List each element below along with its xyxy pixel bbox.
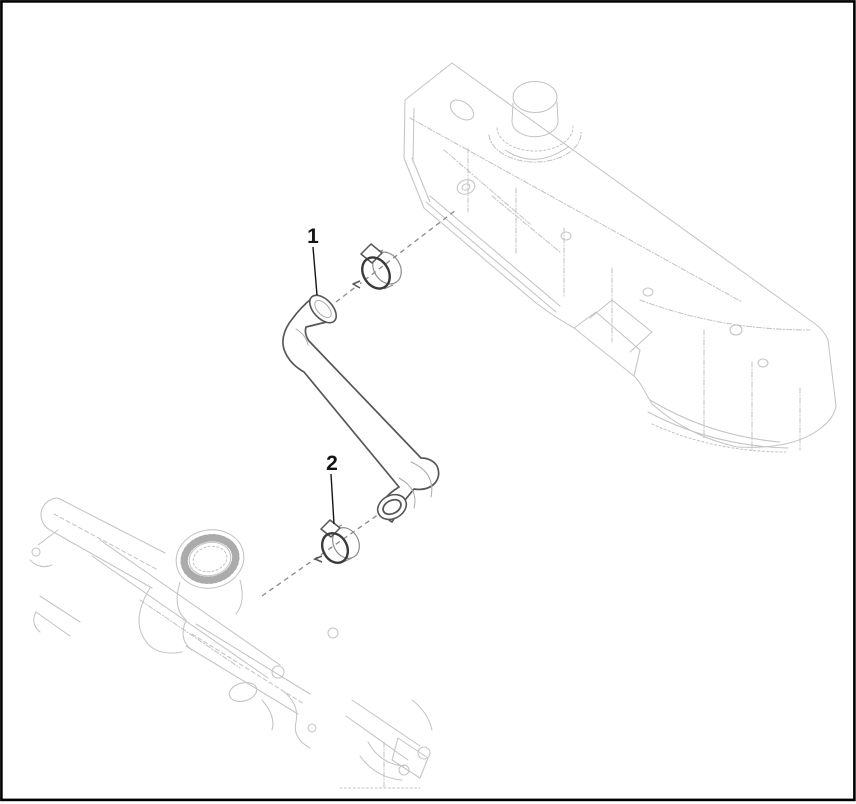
intake-assembly-drawing bbox=[29, 497, 433, 789]
hose-upper-opening bbox=[308, 294, 338, 324]
hose-clamp-1-drawing bbox=[352, 243, 402, 290]
assembly-axis-lines bbox=[261, 209, 457, 597]
callout-2: 2 bbox=[326, 452, 338, 525]
oil-filler-cap-drawing bbox=[488, 80, 582, 163]
hose-lower-bore bbox=[382, 498, 402, 516]
clamp-1-band bbox=[361, 256, 391, 290]
valve-cover-drawing bbox=[403, 62, 837, 453]
cover-breather-port bbox=[456, 179, 476, 195]
cover-top-oval-hole bbox=[449, 99, 475, 121]
hose-clamp-2-drawing bbox=[314, 519, 360, 564]
callout-2-label: 2 bbox=[326, 452, 338, 475]
assembly-axis-upper bbox=[335, 209, 457, 303]
assembly-axis-lower bbox=[261, 506, 390, 597]
callout-1: 1 bbox=[307, 225, 319, 296]
intake-lower-bracket-drawing bbox=[339, 699, 433, 789]
callout-1-leader-line bbox=[312, 246, 318, 296]
intake-breather-flange-drawing bbox=[175, 529, 245, 589]
callout-2-leader-line bbox=[330, 473, 335, 525]
clamp-2-band bbox=[320, 532, 350, 564]
breather-hose-body bbox=[282, 297, 440, 523]
callout-1-label: 1 bbox=[307, 225, 319, 248]
breather-hose-drawing bbox=[282, 294, 440, 523]
intake-cylinder-drawing bbox=[40, 497, 166, 589]
valve-cover-outline bbox=[403, 62, 837, 448]
